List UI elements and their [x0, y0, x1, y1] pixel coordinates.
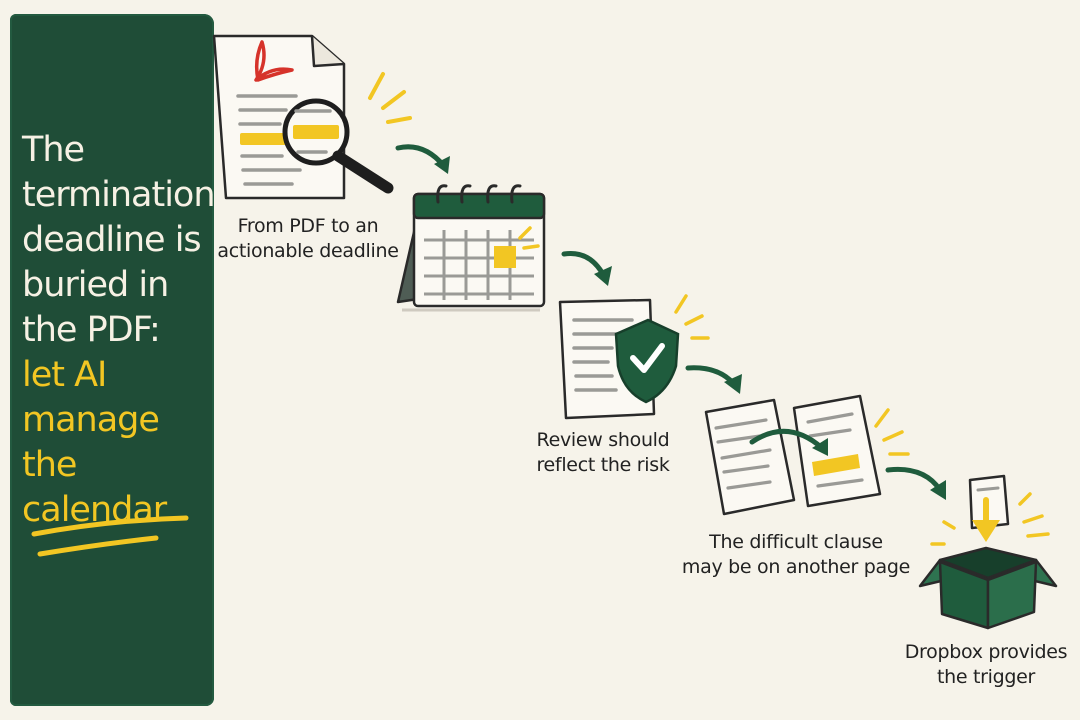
calendar-icon	[396, 184, 546, 312]
shield-check-icon	[614, 318, 680, 404]
headline-highlight-line: manage	[22, 400, 160, 440]
step-label-line: reflect the risk	[536, 454, 670, 476]
headline-highlight-line: let AI	[22, 355, 107, 395]
step-label-pdf: From PDF to an actionable deadline	[212, 214, 404, 264]
flow-arrow	[685, 365, 742, 394]
flow-arrow	[561, 250, 612, 286]
dropbox-box-icon	[918, 474, 1058, 630]
step-label-clause: The difficult clause may be on another p…	[676, 530, 916, 580]
headline-line: The	[22, 130, 85, 170]
step-label-line: The difficult clause	[709, 531, 883, 553]
headline-panel	[10, 14, 214, 706]
pdf-logo-icon	[254, 40, 294, 82]
step-label-review: Review should reflect the risk	[522, 428, 684, 478]
step-label-line: Review should	[536, 429, 670, 451]
step-label-line: actionable deadline	[217, 240, 399, 262]
two-pages-arrow-icon	[704, 394, 910, 516]
flow-arrow	[885, 466, 946, 500]
step-label-line: may be on another page	[681, 556, 911, 578]
flow-arrow	[395, 144, 450, 174]
step-label-dropbox: Dropbox provides the trigger	[896, 640, 1076, 690]
document-shield-check-icon	[558, 294, 710, 420]
headline-underline	[31, 515, 189, 557]
step-label-line: Dropbox provides	[904, 641, 1068, 663]
magnifier-icon	[282, 98, 394, 194]
pdf-document-magnifier-icon	[212, 34, 412, 200]
step-label-line: the trigger	[936, 666, 1036, 688]
headline-line: the PDF:	[22, 310, 161, 350]
headline-line: buried in	[22, 265, 169, 305]
headline-line: deadline is	[22, 220, 202, 260]
step-label-line: From PDF to an	[237, 215, 379, 237]
headline-line: termination	[22, 175, 216, 215]
